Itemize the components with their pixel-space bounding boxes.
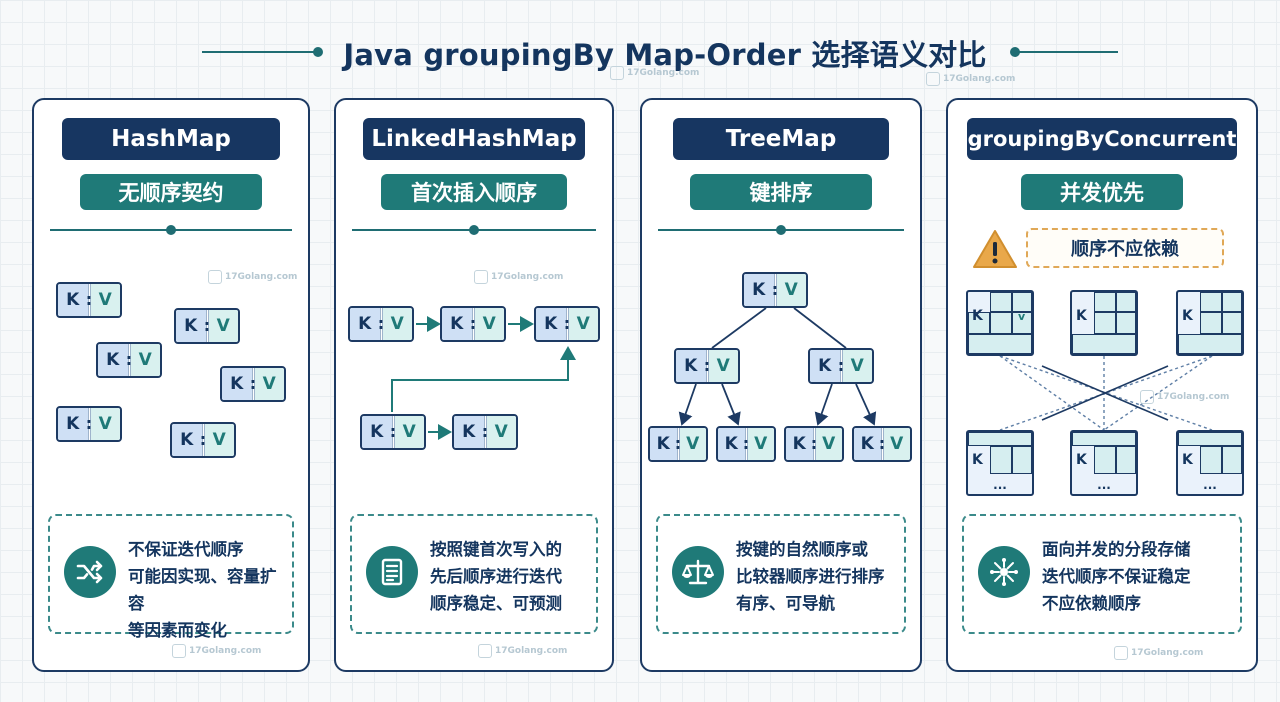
panel-header: LinkedHashMap [363, 118, 585, 160]
panel-groupingbyconcurrent: groupingByConcurrent 并发优先 顺序不应依赖 K v [946, 98, 1258, 672]
watermark: 17Golang.com [208, 270, 297, 284]
title-rule-dot-left [313, 47, 323, 57]
watermark: 17Golang.com [926, 72, 1015, 86]
warning-label: 顺序不应依赖 [1026, 228, 1224, 268]
note-text: 按键的自然顺序或 比较器顺序进行排序 有序、可导航 [736, 540, 885, 613]
note-box: 按键的自然顺序或 比较器顺序进行排序 有序、可导航 [656, 514, 906, 634]
segment: K [1070, 290, 1138, 356]
watermark: 17Golang.com [1140, 390, 1229, 404]
panel-divider-dot [469, 225, 479, 235]
title-rule-left [202, 51, 318, 53]
warning-icon [972, 228, 1018, 270]
segment-links [999, 355, 1213, 431]
note-box: 不保证迭代顺序 可能因实现、容量扩容 等因素而变化 [48, 514, 294, 640]
panel-subheader: 并发优先 [1021, 174, 1183, 210]
shuffle-icon [64, 546, 116, 598]
segment: K ... [1176, 430, 1244, 496]
segment: K v [966, 290, 1034, 356]
note-text: 面向并发的分段存储 迭代顺序不保证稳定 不应依赖顺序 [1042, 540, 1191, 613]
watermark: 17Golang.com [172, 644, 261, 658]
network-hub-icon [978, 546, 1030, 598]
note-text: 不保证迭代顺序 可能因实现、容量扩容 等因素而变化 [128, 540, 277, 640]
segment: K ... [1070, 430, 1138, 496]
panel-subheader: 无顺序契约 [80, 174, 262, 210]
panel-divider-dot [776, 225, 786, 235]
title-rule-right [1012, 51, 1118, 53]
note-text: 按照键首次写入的 先后顺序进行迭代 顺序稳定、可预测 [430, 540, 562, 613]
watermark: 17Golang.com [1114, 646, 1203, 660]
watermark: 17Golang.com [478, 644, 567, 658]
panel-header: groupingByConcurrent [967, 118, 1237, 160]
panel-subheader: 首次插入顺序 [381, 174, 567, 210]
page-title: Java groupingBy Map-Order 选择语义对比 [343, 38, 987, 72]
title-row: Java groupingBy Map-Order 选择语义对比 [0, 26, 1280, 76]
insertion-order-arrows [391, 316, 576, 440]
panel-divider-dot [166, 225, 176, 235]
note-box: 按照键首次写入的 先后顺序进行迭代 顺序稳定、可预测 [350, 514, 598, 634]
panel-header: HashMap [62, 118, 280, 160]
tree-edges [678, 307, 877, 426]
panel-header: TreeMap [673, 118, 889, 160]
balance-scale-icon [672, 546, 724, 598]
watermark: 17Golang.com [610, 66, 699, 80]
segment: K ... [966, 430, 1034, 496]
note-box: 面向并发的分段存储 迭代顺序不保证稳定 不应依赖顺序 [962, 514, 1242, 634]
watermark: 17Golang.com [474, 270, 563, 284]
panel-subheader: 键排序 [690, 174, 872, 210]
segment: K [1176, 290, 1244, 356]
document-list-icon [366, 546, 418, 598]
